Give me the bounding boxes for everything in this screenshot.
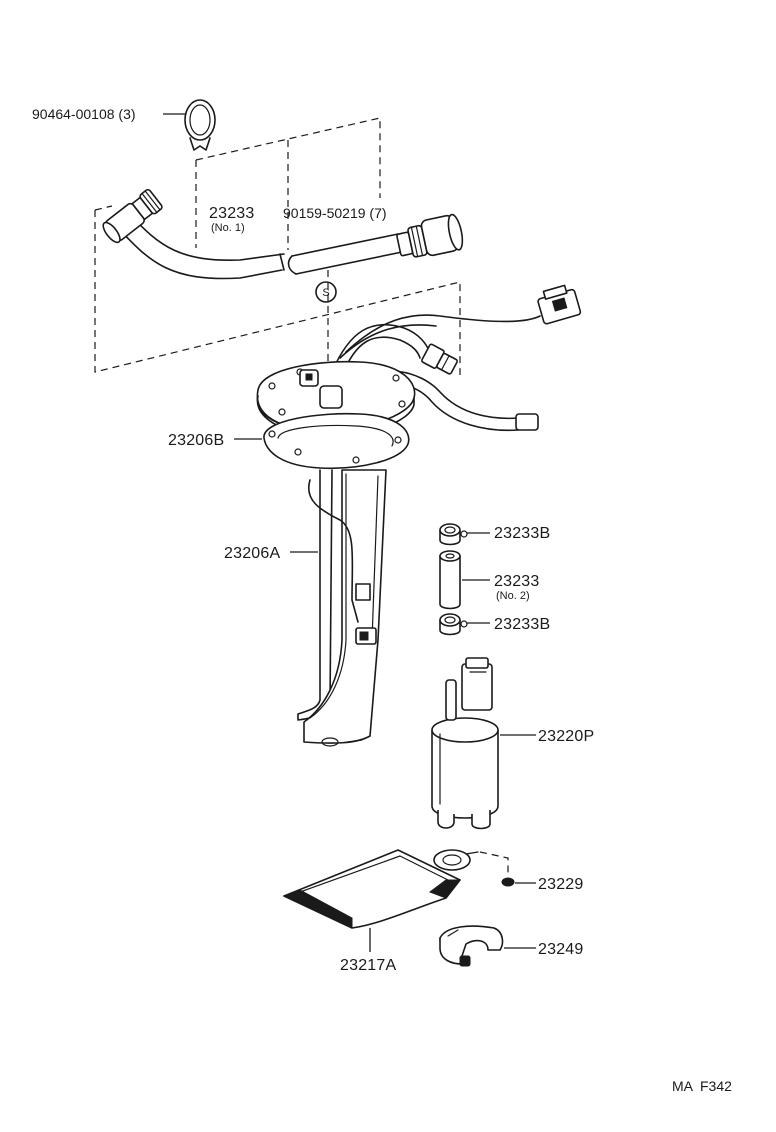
s-symbol: S [315,281,337,303]
hose-no1-part [102,188,285,280]
filter-part [282,849,479,952]
label-bracket: 23206A [224,545,280,562]
s-symbol-text: S [322,287,329,299]
retainer-part [439,925,536,967]
label-gasket: 23206B [168,432,224,449]
clip-bottom-part [439,613,490,636]
label-washer: 23229 [538,876,584,893]
fuel-pump-part [431,657,536,830]
label-hose-no1-sub: (No. 1) [211,222,245,234]
label-retainer: 23249 [538,941,584,958]
clamp-part [163,99,216,151]
label-clamp: 90464-00108 (3) [32,106,136,122]
label-hose-clamp: 90159-50219 (7) [283,205,387,221]
label-pump: 23220P [538,728,594,745]
gasket-part [234,412,410,470]
label-hose-no1: 23233 [209,205,255,222]
bracket-part [290,469,387,747]
reference-code: MA F342 [672,1078,732,1094]
pump-bracket-assembly [256,284,582,438]
washer-part [479,851,536,887]
label-hose-no2-sub: (No. 2) [496,590,530,602]
label-clip-bottom: 23233B [494,616,550,633]
hose-no2-part [439,550,490,610]
label-filter: 23217A [340,957,396,974]
assembly-dashed-outlines [94,117,461,375]
part-labels: 90464-00108 (3) 23233 (No. 1) 90159-5021… [32,106,732,1094]
label-hose-no2: 23233 [494,573,540,590]
hose-right-part [287,213,464,275]
label-clip-top: 23233B [494,525,550,542]
clip-top-part [439,523,490,546]
